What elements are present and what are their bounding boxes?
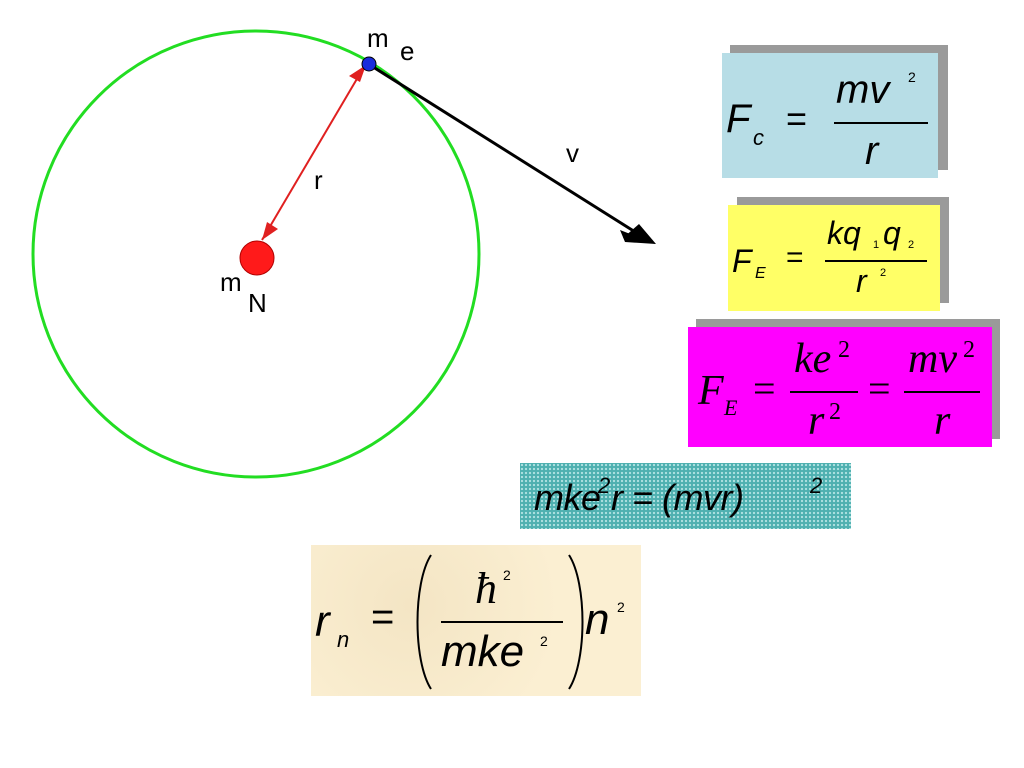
- eq3-fraction-line-1: [790, 391, 858, 393]
- eq3-frac1-den-exp: 2: [829, 399, 841, 425]
- eq1-equals: =: [786, 98, 808, 139]
- eq1-F: F: [726, 97, 751, 141]
- eq5-numerator: ħ: [475, 564, 497, 613]
- eq3-frac1-den: r: [808, 398, 825, 444]
- eq4-exp1: 2: [598, 473, 611, 498]
- eq3-frac1-num: ke: [794, 336, 832, 382]
- eq5-fraction-line: [441, 621, 563, 623]
- bohr-radius-equation: r n = ħ 2 mke 2 n 2: [311, 545, 641, 696]
- electron-mass-subscript: e: [400, 36, 414, 66]
- radius-arrow: [261, 71, 362, 241]
- eq3-equals-2: =: [868, 366, 891, 411]
- eq5-n-exp: 2: [617, 599, 625, 615]
- eq3-frac2-num-exp: 2: [963, 337, 975, 363]
- eq2-numerator-sub2: 2: [908, 239, 915, 251]
- radius-arrowhead-inner: [262, 222, 278, 240]
- velocity-arrow: [369, 63, 641, 237]
- eq3-fraction-line-2: [904, 391, 980, 393]
- eq1-sub: c: [753, 125, 764, 150]
- eq4-part1: mke: [534, 477, 601, 518]
- eq4-exp2: 2: [810, 473, 823, 498]
- eq1-fraction-line: [834, 122, 928, 124]
- orbit-diagram: m e r v m N: [31, 23, 656, 479]
- eq5-denominator: mke: [441, 627, 525, 676]
- electron: [361, 56, 377, 72]
- centripetal-force-equation: F c = mv 2 r: [722, 53, 938, 178]
- coulomb-force-equation: F E = kq 1 q 2 r 2: [728, 205, 940, 311]
- eq5-sub: n: [337, 627, 350, 652]
- eq3-F: F: [698, 368, 724, 414]
- eq2-equals: =: [786, 241, 804, 274]
- eq1-numerator-exp: 2: [908, 69, 916, 85]
- eq2-sub: E: [755, 265, 766, 282]
- eq2-fraction-line: [825, 260, 927, 262]
- eq5-denominator-exp: 2: [540, 633, 548, 649]
- angular-momentum-equation: mke 2 r = (mvr) 2: [520, 463, 851, 529]
- orbit-circle: [31, 29, 481, 479]
- nucleus-mass-subscript: N: [248, 288, 267, 318]
- eq2-numerator-sub1: 1: [873, 239, 880, 251]
- eq5-equals: =: [371, 595, 395, 639]
- eq5-right-paren: [568, 554, 584, 690]
- eq4-part2: r = (mvr): [611, 477, 744, 518]
- radius-arrowhead-outer: [349, 65, 366, 82]
- eq3-frac1-num-exp: 2: [838, 337, 850, 363]
- eq2-denominator: r: [856, 263, 867, 299]
- eq3-frac2-den: r: [934, 398, 951, 444]
- eq3-sub: E: [724, 395, 738, 420]
- electron-mass-label: m: [367, 23, 389, 53]
- eq1-numerator: mv: [836, 68, 890, 112]
- eq2-denominator-exp: 2: [880, 267, 887, 279]
- eq1-denominator: r: [865, 129, 879, 173]
- nucleus-mass-label: m: [220, 267, 242, 297]
- nucleus: [239, 240, 275, 276]
- eq5-numerator-exp: 2: [503, 567, 511, 583]
- eq5-n: n: [585, 595, 610, 644]
- eq2-F: F: [732, 243, 752, 279]
- eq2-numerator-kq: kq: [827, 215, 861, 251]
- force-balance-equation: F E = ke 2 r 2 = mv 2 r: [688, 327, 992, 447]
- velocity-label: v: [566, 138, 579, 168]
- radius-label: r: [314, 165, 323, 195]
- eq5-r: r: [315, 597, 330, 646]
- eq3-frac2-num: mv: [908, 336, 957, 382]
- eq3-equals-1: =: [753, 366, 776, 411]
- eq5-left-paren: [416, 554, 432, 690]
- eq2-numerator-q: q: [883, 215, 901, 251]
